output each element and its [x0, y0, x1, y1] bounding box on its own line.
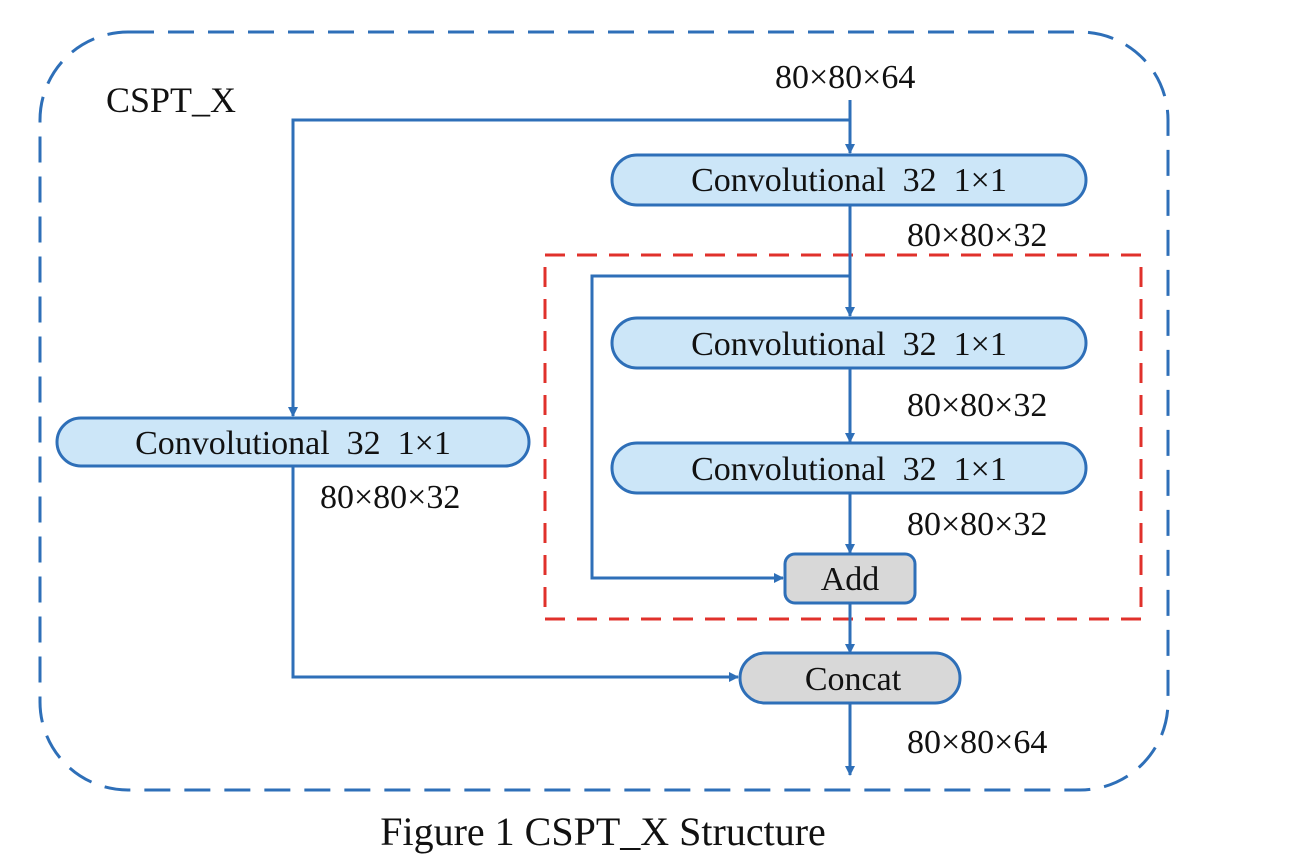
conv-side-label: Convolutional 32 1×1	[135, 425, 451, 462]
input-dim-label: 80×80×64	[775, 59, 915, 96]
conv-res2-node: Convolutional 32 1×1	[610, 441, 1088, 495]
add-node: Add	[783, 552, 917, 605]
conv-res1-node: Convolutional 32 1×1	[610, 316, 1088, 370]
module-boundary	[38, 30, 1170, 792]
conv-res2-label: Convolutional 32 1×1	[691, 451, 1007, 488]
concat-node: Concat	[738, 651, 962, 705]
figure-caption: Figure 1 CSPT_X Structure	[380, 809, 826, 854]
output-dim-label: 80×80×64	[907, 724, 1047, 761]
concat-label: Concat	[805, 661, 902, 698]
connectors	[288, 100, 855, 776]
conv-res1-dim: 80×80×32	[907, 387, 1047, 424]
conv-res2-dim: 80×80×32	[907, 506, 1047, 543]
conv-top-label: Convolutional 32 1×1	[691, 162, 1007, 199]
add-label: Add	[821, 561, 880, 598]
arrow-side-to-concat	[291, 466, 739, 682]
residual-unit-boundary	[543, 253, 1143, 621]
conv-side-dim: 80×80×32	[320, 479, 460, 516]
conv-side-node: Convolutional 32 1×1	[55, 416, 531, 468]
conv-top-node: Convolutional 32 1×1	[610, 153, 1088, 207]
conv-top-dim: 80×80×32	[907, 217, 1047, 254]
conv-res1-label: Convolutional 32 1×1	[691, 326, 1007, 363]
arrow-input-to-conv-side	[288, 118, 850, 417]
module-label: CSPT_X	[106, 80, 236, 120]
arrow-shortcut-to-add	[590, 274, 850, 583]
